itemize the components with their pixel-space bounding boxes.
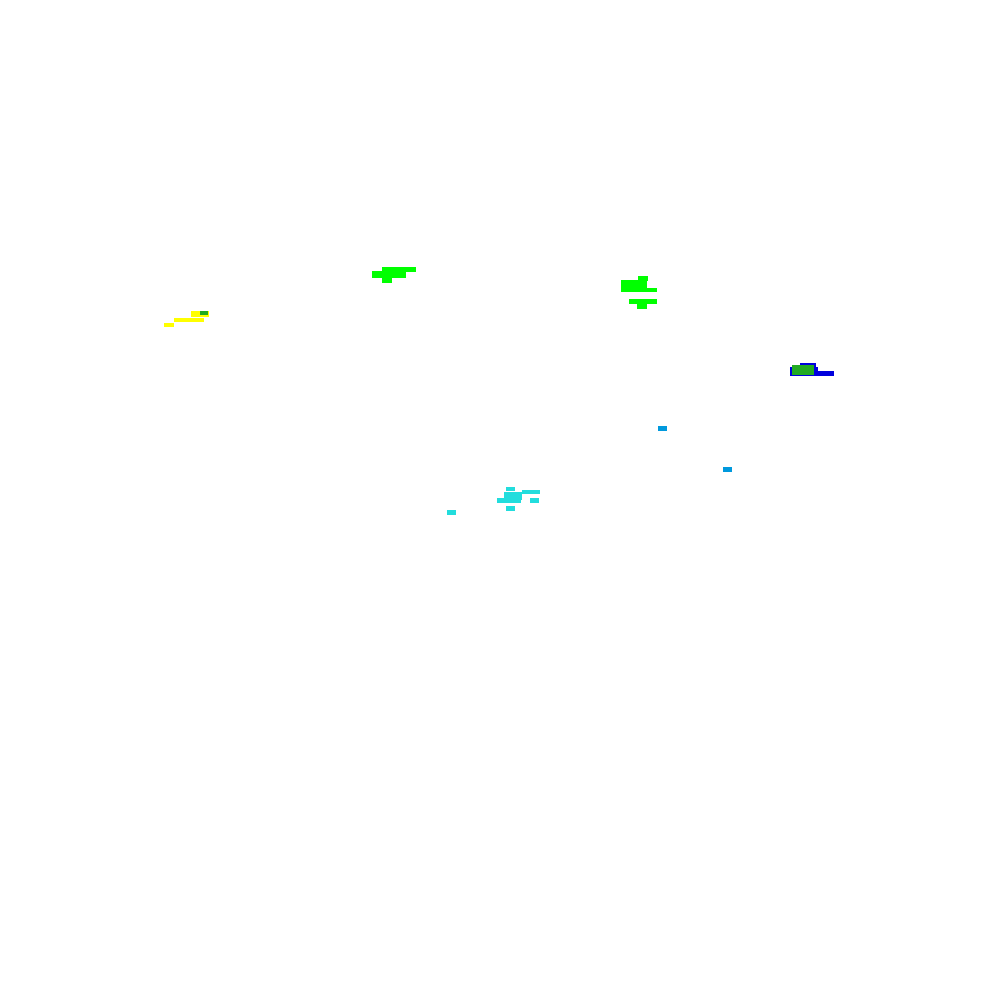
green-blob-right — [620, 275, 658, 311]
green-blob-segment — [382, 278, 392, 283]
green-blob-segment — [637, 304, 647, 309]
green-blob-segment — [792, 365, 814, 375]
green-blob-segment — [638, 276, 648, 281]
cyan-cluster-segment — [506, 506, 515, 511]
cyan-cluster — [496, 486, 542, 514]
cyan-cluster-segment — [522, 490, 540, 494]
green-blob-segment — [621, 288, 657, 292]
yellow-blob-segment — [164, 323, 174, 327]
cyan-dot — [447, 510, 456, 515]
cyan-cluster-segment — [497, 498, 521, 503]
blue-green-blob — [788, 362, 836, 378]
yellow-blob — [164, 310, 210, 330]
cyan-cluster-segment — [530, 498, 539, 503]
yellow-blob-segment — [174, 318, 204, 322]
green-blob-segment — [621, 280, 647, 288]
cyan-cluster-segment — [506, 487, 515, 491]
green-blob-segment — [372, 271, 406, 278]
light-blue-dot-lower — [723, 467, 732, 472]
green-blob-segment — [382, 267, 416, 272]
green-blob-left — [372, 266, 418, 286]
yellow-blob-accent — [200, 311, 208, 315]
green-blob-segment — [629, 299, 657, 304]
cyan-cluster-segment — [504, 492, 522, 500]
light-blue-dot-upper — [658, 426, 667, 431]
